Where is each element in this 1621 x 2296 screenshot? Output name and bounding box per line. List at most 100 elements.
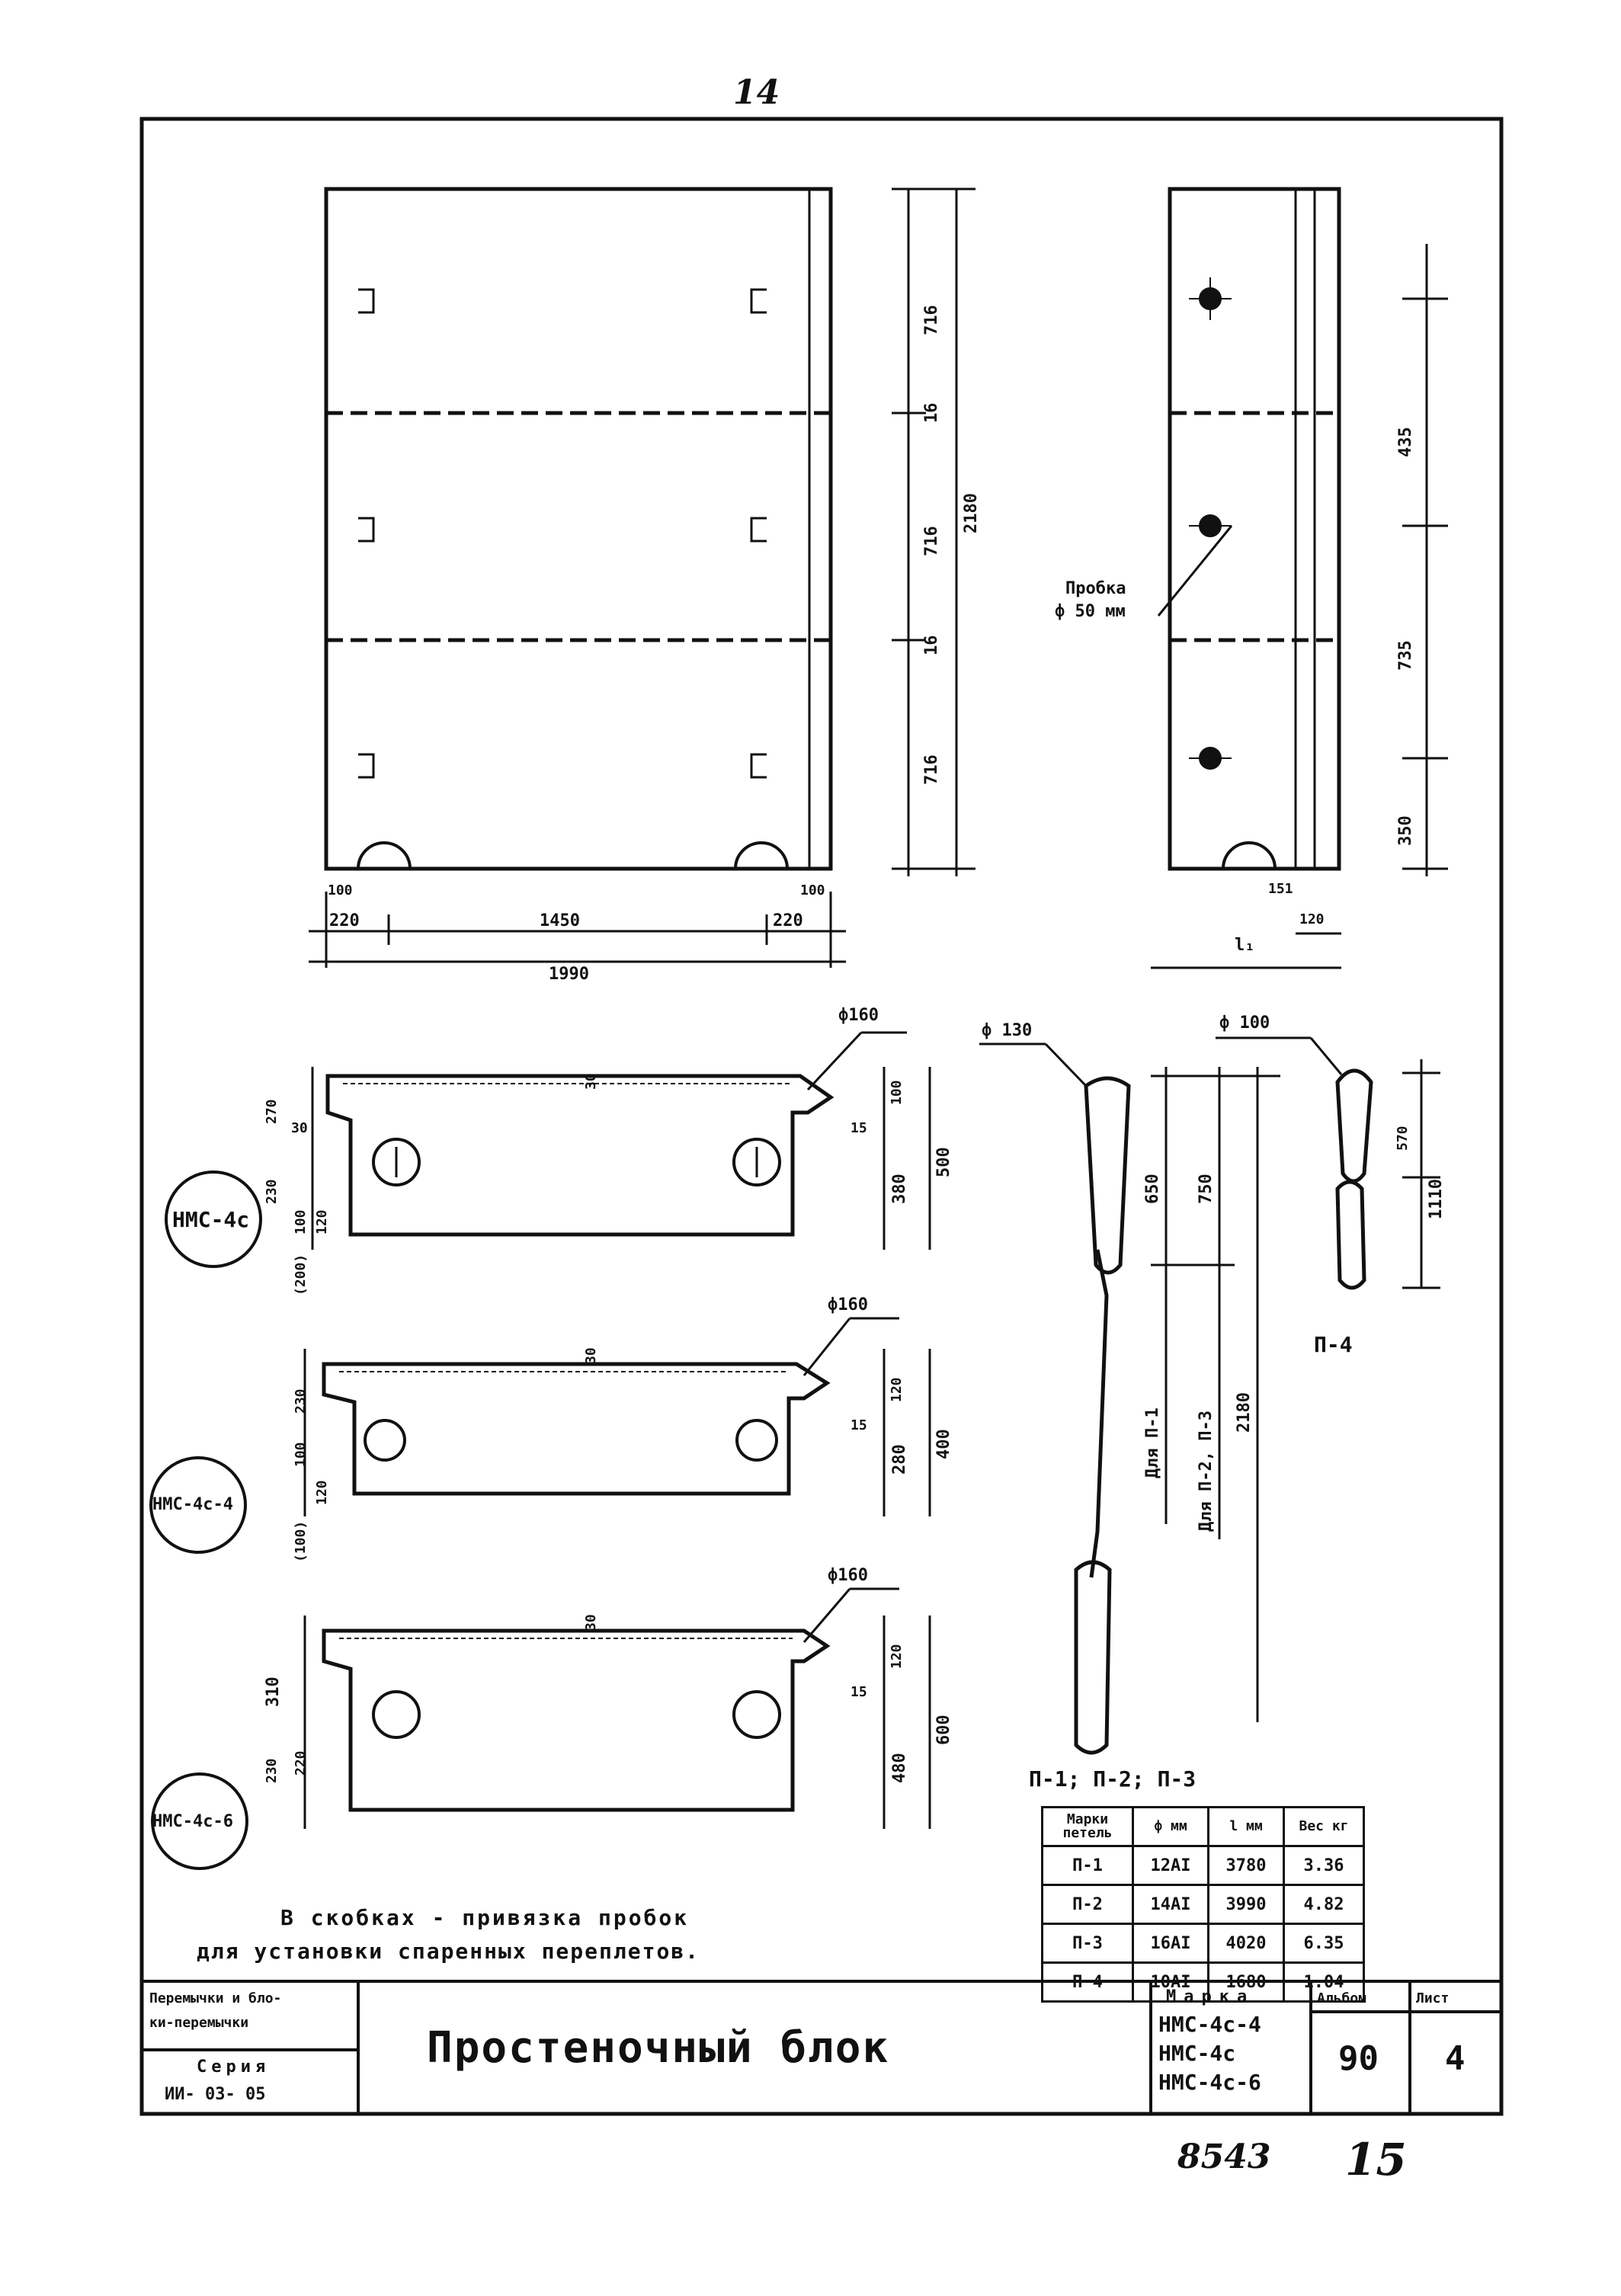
- section-dim: (100): [293, 1520, 309, 1562]
- dim-total-height: 2180: [962, 493, 981, 533]
- section-dim: 15: [851, 1120, 867, 1136]
- table-cell: 10AI: [1132, 1961, 1209, 2003]
- drawing-title: Простеночный блок: [427, 2023, 890, 2073]
- table-cell: 3780: [1207, 1845, 1285, 1886]
- side-dim-350: 350: [1396, 815, 1415, 846]
- section-dim: 120: [314, 1209, 330, 1234]
- section-dim: 15: [851, 1684, 867, 1700]
- mark-circle: [151, 1772, 248, 1870]
- dim-220-right: 220: [773, 911, 803, 930]
- table-cell: П-2: [1041, 1884, 1134, 1925]
- table-cell: 6.35: [1283, 1923, 1365, 1964]
- table-header-row: Марки петель ф мм l мм Вес кг: [1041, 1806, 1365, 1847]
- section-dim: 480: [890, 1753, 909, 1783]
- dim-716-c: 716: [922, 754, 941, 785]
- loop-p4: [1216, 1036, 1440, 1290]
- section-dim: (200): [293, 1254, 309, 1295]
- section-top-dim: 30: [583, 1073, 599, 1090]
- table-cell: 16AI: [1132, 1923, 1209, 1964]
- loop-long-dim: 2180: [1235, 1392, 1254, 1433]
- title-left-line1: Перемычки и бло-: [149, 1990, 282, 2006]
- mark-value: НМС-4с-6: [1158, 2070, 1261, 2095]
- plug-label: Пробка: [1065, 579, 1126, 598]
- loop-p4-diam: ф 100: [1219, 1014, 1270, 1033]
- loop-long-dim: 650: [1143, 1174, 1162, 1204]
- album-label: Альбом: [1317, 1990, 1367, 2006]
- section-dim: 280: [890, 1444, 909, 1475]
- section-diam: ф160: [838, 1006, 879, 1025]
- section-dim: 100: [293, 1442, 309, 1467]
- section-dim: 400: [934, 1429, 953, 1459]
- table-cell: П 4: [1041, 1961, 1134, 2003]
- table-row: П 4 10AI 1680 1.04: [1041, 1961, 1365, 2003]
- mark-value: НМС-4с: [1158, 2041, 1236, 2066]
- section-diam: ф160: [828, 1295, 868, 1315]
- sheet-frame: [139, 117, 1504, 2116]
- table-cell: П-3: [1041, 1923, 1134, 1964]
- table-header: Вес кг: [1283, 1806, 1365, 1847]
- loops-table: Марки петель ф мм l мм Вес кг П-1 12AI 3…: [1041, 1806, 1365, 2003]
- note-line-2: для установки спаренных переплетов.: [197, 1939, 700, 1964]
- table-cell: 3.36: [1283, 1845, 1365, 1886]
- dim-total-width: 1990: [549, 965, 589, 984]
- table-row: П-1 12AI 3780 3.36: [1041, 1845, 1365, 1886]
- mark-value: НМС-4с-4: [1158, 2012, 1261, 2037]
- dim-716-b: 716: [922, 526, 941, 556]
- side-dim-120: 120: [1299, 911, 1325, 927]
- mark-circle: [165, 1170, 262, 1268]
- side-bottom-label: l₁: [1235, 936, 1255, 955]
- section-dim: 270: [264, 1099, 280, 1124]
- loop-p4-caption: П-4: [1314, 1332, 1353, 1357]
- loop-long-caption: П-1; П-2; П-3: [1029, 1766, 1197, 1792]
- dim-220-left: 220: [329, 911, 360, 930]
- section-dim: 230: [293, 1388, 309, 1414]
- page-number-top: 14: [733, 73, 780, 112]
- mark-label: Марка: [1166, 1987, 1255, 2006]
- loop-long-note1: Для П-1: [1143, 1407, 1162, 1478]
- section-nmc-4c-4: [303, 1317, 931, 1516]
- series-value: ИИ- 03- 05: [165, 2085, 266, 2104]
- section-mark-label: НМС-4с: [172, 1207, 250, 1232]
- dim-16-b: 16: [922, 635, 941, 656]
- table-cell: 4.82: [1283, 1884, 1365, 1925]
- title-left-line2: ки-перемычки: [149, 2015, 249, 2031]
- section-dim: 15: [851, 1417, 867, 1433]
- dim-716-a: 716: [922, 305, 941, 335]
- section-dim: 120: [314, 1480, 330, 1505]
- section-diam: ф160: [828, 1566, 868, 1585]
- section-mark-label: НМС-4с-6: [152, 1812, 233, 1831]
- front-view: [309, 187, 975, 968]
- archive-number: 8543: [1177, 2137, 1271, 2176]
- table-cell: 1680: [1207, 1961, 1285, 2003]
- section-nmc-4c-6: [303, 1587, 931, 1829]
- mark-circle: [149, 1456, 247, 1554]
- loop-long-diam: ф 130: [982, 1021, 1033, 1040]
- sheet-value: 4: [1445, 2039, 1466, 2078]
- table-header: ф мм: [1132, 1806, 1209, 1847]
- sheet-stamp-number: 15: [1345, 2134, 1407, 2186]
- section-top-dim: 30: [583, 1614, 599, 1631]
- section-dim: 380: [890, 1174, 909, 1204]
- series-label: Серия: [197, 2057, 271, 2077]
- table-header: l мм: [1207, 1806, 1285, 1847]
- table-cell: 12AI: [1132, 1845, 1209, 1886]
- table-row: П-2 14AI 3990 4.82: [1041, 1884, 1365, 1925]
- dim-100-right: 100: [800, 882, 825, 898]
- section-dim: 220: [293, 1750, 309, 1776]
- section-dim: 310: [264, 1676, 283, 1707]
- note-line-1: В скобках - привязка пробок: [280, 1905, 690, 1930]
- side-dim-735: 735: [1396, 640, 1415, 671]
- dim-100-left: 100: [328, 882, 353, 898]
- table-cell: 14AI: [1132, 1884, 1209, 1925]
- side-dim-151: 151: [1268, 881, 1293, 897]
- section-dim: 30: [291, 1120, 308, 1136]
- table-row: П-3 16AI 4020 6.35: [1041, 1923, 1365, 1964]
- section-dim: 100: [293, 1209, 309, 1234]
- loop-p4-dim: 570: [1395, 1126, 1411, 1151]
- section-mark-label: НМС-4с-4: [152, 1495, 233, 1514]
- section-dim: 230: [264, 1758, 280, 1783]
- section-dim: 230: [264, 1179, 280, 1204]
- loop-long-note2: Для П-2, П-3: [1197, 1411, 1216, 1532]
- dim-16-a: 16: [922, 402, 941, 424]
